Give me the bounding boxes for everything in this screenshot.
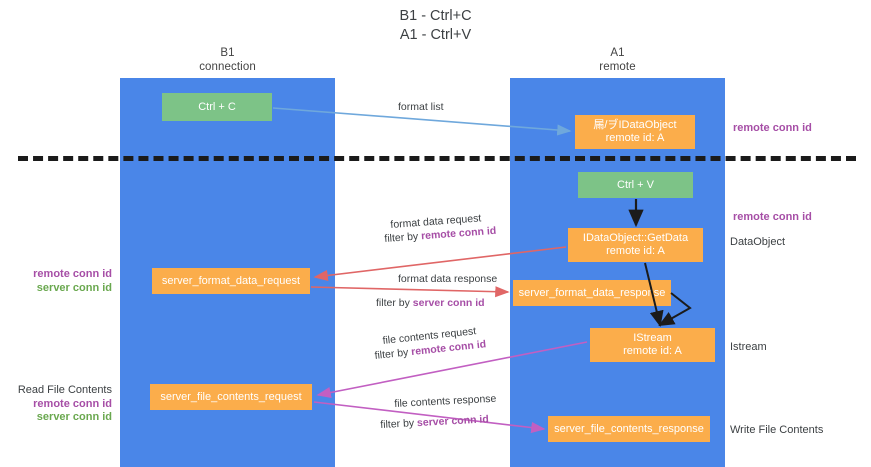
node-server-format-data-response[interactable]: server_format_data_response bbox=[513, 280, 671, 306]
side-label-conn-ids-left: remote conn id server conn id bbox=[22, 268, 112, 295]
node-server-file-contents-response[interactable]: server_file_contents_response bbox=[548, 416, 710, 442]
node-idataobject[interactable]: 屚/ヺIDataObject remote id: A bbox=[575, 115, 695, 149]
side-label-dataobject: DataObject bbox=[730, 236, 785, 250]
arrow-label-file-contents-response: file contents response bbox=[394, 393, 497, 411]
filter-by-text-4: filter by bbox=[380, 417, 418, 431]
node-server-file-contents-request-label: server_file_contents_request bbox=[160, 390, 302, 403]
arrow-label-format-data-response: format data response bbox=[398, 273, 497, 286]
side-label-remote-conn-id-top: remote conn id bbox=[733, 122, 812, 136]
arrow-label-filter-server-conn-id-2: filter by server conn id bbox=[380, 413, 489, 432]
lane-b1-role: connection bbox=[199, 60, 256, 73]
node-idataobject-title: 屚/ヺIDataObject bbox=[593, 119, 677, 131]
node-istream-title: IStream bbox=[633, 332, 672, 344]
node-server-file-contents-request[interactable]: server_file_contents_request bbox=[150, 384, 312, 410]
remote-conn-id-right-2: remote conn id bbox=[733, 211, 812, 223]
node-ctrl-c-label: Ctrl + C bbox=[198, 100, 236, 113]
format-data-response-text: format data response bbox=[398, 273, 498, 285]
side-label-read-file-contents: Read File Contents remote conn id server… bbox=[14, 384, 112, 425]
remote-conn-id-left-2: remote conn id bbox=[33, 397, 112, 410]
server-conn-id-left-1: server conn id bbox=[36, 281, 112, 294]
title-line-2: A1 - Ctrl+V bbox=[399, 27, 472, 43]
node-getdata-title: IDataObject::GetData bbox=[582, 232, 689, 244]
node-server-format-data-request[interactable]: server_format_data_request bbox=[152, 268, 310, 294]
server-conn-id-text-2: server conn id bbox=[416, 413, 490, 430]
node-server-format-data-response-label: server_format_data_response bbox=[518, 286, 666, 299]
filter-by-text-1: filter by bbox=[384, 230, 422, 245]
lane-a1-role: remote bbox=[599, 60, 636, 73]
lane-a1-name: A1 bbox=[610, 47, 625, 59]
title-line-1: B1 - Ctrl+C bbox=[399, 8, 472, 24]
node-ctrl-v-label: Ctrl + V bbox=[617, 178, 654, 191]
write-file-contents-text: Write File Contents bbox=[730, 424, 824, 436]
node-istream-remote-id: remote id: A bbox=[623, 345, 682, 357]
phase-separator bbox=[18, 156, 856, 161]
lane-header-b1: B1 connection bbox=[120, 47, 335, 74]
file-contents-response-text: file contents response bbox=[394, 392, 497, 410]
page-title: B1 - Ctrl+C A1 - Ctrl+V bbox=[0, 7, 871, 45]
node-idataobject-remote-id: remote id: A bbox=[605, 132, 665, 144]
node-ctrl-v[interactable]: Ctrl + V bbox=[578, 172, 693, 198]
arrow-format-data-response bbox=[310, 286, 510, 298]
lane-b1-name: B1 bbox=[220, 47, 235, 59]
arrow-label-filter-server-conn-id-1: filter by server conn id bbox=[376, 297, 485, 310]
server-conn-id-text-1: server conn id bbox=[412, 297, 485, 309]
side-label-istream: Istream bbox=[730, 341, 767, 355]
remote-conn-id-left-1: remote conn id bbox=[33, 268, 112, 280]
node-idataobject-getdata[interactable]: IDataObject::GetData remote id: A bbox=[568, 228, 703, 262]
read-file-contents-text: Read File Contents bbox=[17, 384, 112, 396]
format-list-text: format list bbox=[398, 101, 444, 113]
filter-by-text-3: filter by bbox=[374, 346, 412, 362]
server-conn-id-left-2: server conn id bbox=[36, 411, 112, 423]
node-server-format-data-request-label: server_format_data_request bbox=[161, 274, 301, 287]
node-getdata-remote-id: remote id: A bbox=[606, 245, 665, 257]
dataobject-text: DataObject bbox=[730, 236, 786, 248]
side-label-remote-conn-id-mid: remote conn id bbox=[733, 211, 812, 225]
arrow-label-format-list: format list bbox=[398, 101, 444, 114]
lane-header-a1: A1 remote bbox=[510, 47, 725, 74]
side-label-write-file-contents: Write File Contents bbox=[730, 424, 823, 438]
istream-text: Istream bbox=[730, 341, 767, 353]
filter-by-text-2: filter by bbox=[376, 297, 413, 309]
node-istream[interactable]: IStream remote id: A bbox=[590, 328, 715, 362]
node-ctrl-c[interactable]: Ctrl + C bbox=[162, 93, 272, 121]
node-server-file-contents-response-label: server_file_contents_response bbox=[554, 422, 704, 435]
remote-conn-id-right-1: remote conn id bbox=[733, 122, 812, 134]
